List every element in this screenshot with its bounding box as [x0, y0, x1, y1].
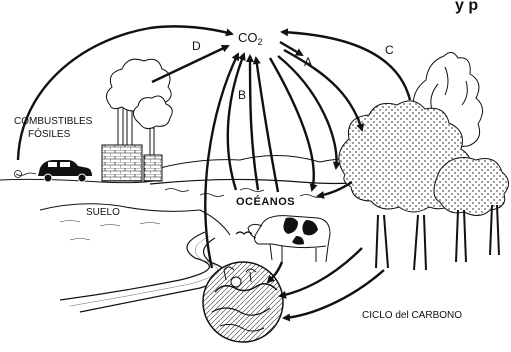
cow-icon — [248, 216, 330, 262]
label-oceans: OCÉANOS — [236, 195, 295, 208]
label-a: A — [304, 55, 312, 69]
label-b: B — [238, 88, 246, 102]
label-c: C — [385, 43, 394, 57]
soil-outline — [40, 204, 230, 235]
arrow-smoke — [152, 46, 228, 82]
car-icon — [15, 160, 93, 182]
ocean-surface — [150, 179, 360, 184]
arrow-b1 — [228, 54, 244, 190]
co2-label: CO2 — [238, 30, 263, 47]
arrow-b3 — [256, 58, 278, 192]
smoke-cloud-icon — [106, 59, 172, 128]
caption: CICLO del CARBONO — [362, 310, 462, 321]
river — [60, 232, 225, 312]
label-fossil-fuels-1: COMBUSTIBLES — [14, 116, 93, 127]
label-d: D — [192, 39, 201, 53]
arrow-a3 — [278, 56, 337, 168]
arrow-a2 — [284, 50, 362, 130]
label-soil: SUELO — [86, 207, 120, 218]
soil-texture — [60, 221, 160, 241]
decomposer-icon — [203, 262, 283, 342]
label-fossil-fuels-2: FÓSILES — [28, 127, 71, 140]
title-fragment: y p — [455, 0, 478, 14]
arrow-b2 — [250, 56, 258, 190]
arrow-co2-oceans — [270, 58, 314, 190]
arrow-trees-oceans — [318, 182, 352, 196]
tree-icon — [339, 101, 509, 270]
